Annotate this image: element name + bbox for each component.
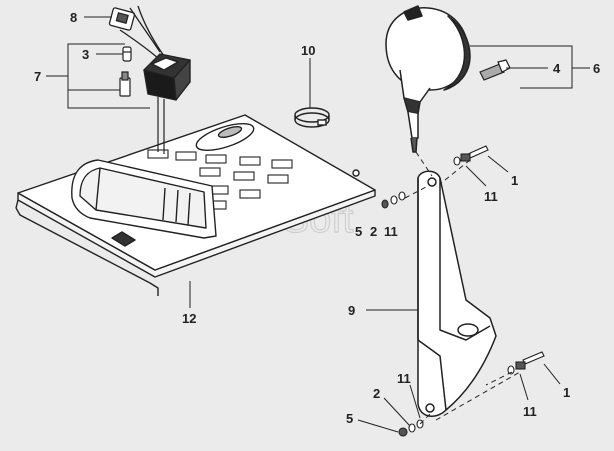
label-10: 10: [301, 43, 315, 58]
label-1-lower: 1: [563, 385, 570, 400]
panel-trim-bezel: [71, 159, 217, 239]
label-9: 9: [348, 303, 355, 318]
label-5-middle: 5: [355, 224, 362, 239]
part-9-bracket: [417, 170, 497, 417]
label-2-lower: 2: [373, 386, 380, 401]
label-1-upper: 1: [511, 173, 518, 188]
leader-lines: [46, 16, 590, 433]
wiring-harness: [119, 5, 165, 59]
label-11-middle: 11: [384, 224, 398, 239]
label-11-lower-left: 11: [397, 371, 411, 386]
part-3-pin: [122, 46, 132, 62]
label-8: 8: [70, 10, 77, 25]
label-4: 4: [553, 61, 561, 76]
label-11-lower-right: 11: [523, 404, 537, 419]
label-7: 7: [34, 69, 41, 84]
fastener-hardware: [381, 145, 545, 437]
assembly-dash-lines: [404, 151, 521, 425]
part-6-lamp: [385, 5, 471, 153]
part-8-clip: [108, 7, 136, 31]
label-5-lower: 5: [346, 411, 353, 426]
label-12: 12: [182, 311, 196, 326]
label-11-upper: 11: [484, 189, 498, 204]
label-3: 3: [82, 47, 89, 62]
label-6: 6: [593, 61, 600, 76]
part-4-bolt: [479, 59, 511, 81]
part-labels: 8 3 7 10 12 4 6 1 11 5 2 11 9 1 11 11 2 …: [34, 10, 600, 426]
rocker-switch: [143, 53, 191, 154]
part-7-connector: [119, 71, 131, 97]
label-2-middle: 2: [370, 224, 377, 239]
part-10-clamp: [294, 107, 330, 128]
